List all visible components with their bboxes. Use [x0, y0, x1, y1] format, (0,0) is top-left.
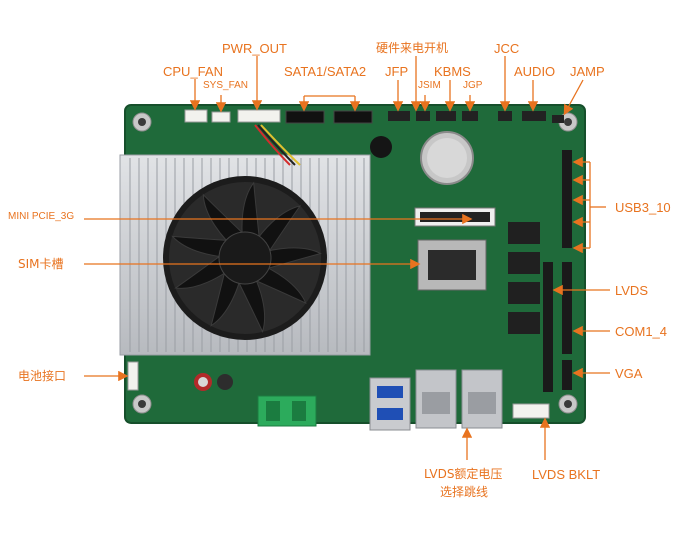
jamp-label: JAMP [570, 64, 605, 79]
jsim-header [416, 111, 430, 121]
usb3-header [562, 150, 572, 248]
lvds-connector [543, 262, 553, 392]
lvds-bklt-label: LVDS BKLT [532, 467, 601, 482]
jcc-header [498, 111, 512, 121]
com-header [562, 262, 572, 354]
lvds-jumper-label-line2: 选择跳线 [440, 485, 489, 499]
jcc-label: JCC [494, 41, 520, 56]
cpu-fan-label: CPU_FAN [163, 64, 223, 79]
vga-label: VGA [615, 366, 643, 381]
callout-lines [84, 56, 610, 460]
jgp-header [462, 111, 478, 121]
audio-header [522, 111, 546, 121]
sim-slot-label: SIM卡槽 [18, 257, 64, 271]
jfp-label: JFP [385, 64, 409, 79]
mini-pcie-label: MINI PCIE_3G [8, 211, 75, 222]
battery-label: 电池接口 [18, 369, 67, 383]
battery-connector [127, 361, 139, 391]
audio-label: AUDIO [514, 64, 556, 79]
mounting-holes [132, 112, 578, 414]
sata1-connector [285, 110, 325, 124]
vga-header [562, 360, 572, 390]
jgp-label: JGP [463, 80, 483, 91]
pwr-out-label: PWR_OUT [222, 41, 287, 56]
kbms-label: KBMS [434, 64, 471, 79]
usb3-label: USB3_10 [615, 200, 671, 215]
jfp-header [388, 111, 410, 121]
sata-label: SATA1/SATA2 [284, 64, 367, 79]
lvds-bklt-connector [512, 403, 550, 419]
kbms-header [436, 111, 456, 121]
cpu-fan-connector [184, 109, 208, 123]
com-label: COM1_4 [615, 324, 668, 339]
usb-port [369, 377, 411, 431]
jsim-label: JSIM [418, 80, 441, 91]
pwr-out-connector [237, 109, 281, 123]
jamp-header [552, 115, 564, 123]
sys-fan-label: SYS_FAN [203, 80, 249, 91]
power-button-label: 硬件来电开机 [376, 41, 449, 55]
lvds-label: LVDS [615, 283, 648, 298]
memory-chips [508, 222, 540, 334]
sys-fan-connector [211, 111, 231, 123]
lvds-jumper-label-line1: LVDS额定电压 [424, 467, 503, 481]
sata2-connector [333, 110, 373, 124]
